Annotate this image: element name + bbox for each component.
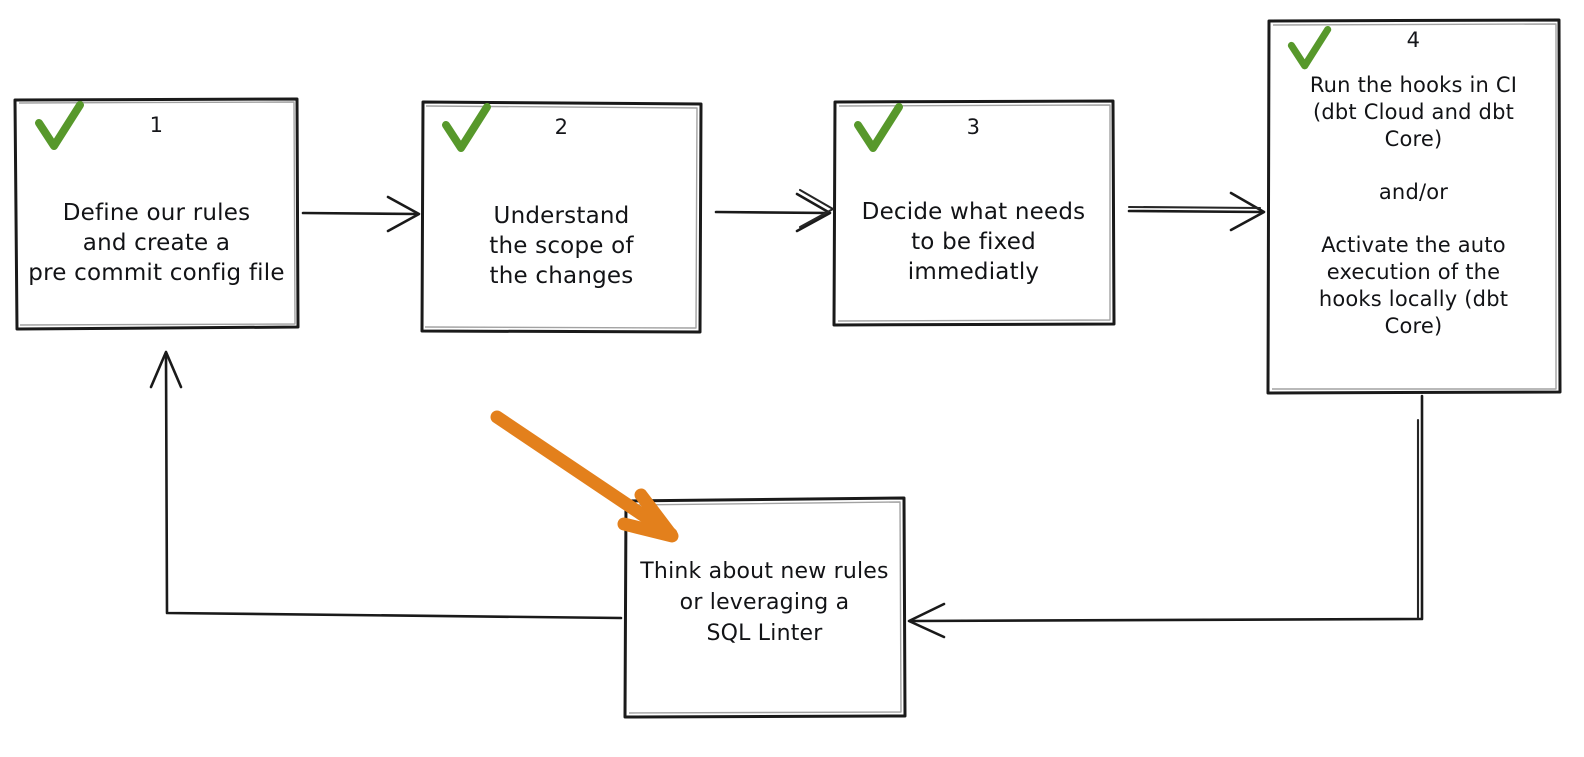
node-1-body: Define our rules and create a pre commit… [14,157,299,329]
connector-4-to-5 [907,394,1424,639]
node-3-line-1: Decide what needs [861,199,1086,225]
node-4-line-7: Core) [1384,314,1443,338]
node-4-line-6: hooks locally (dbt [1318,287,1509,311]
flow-node-1[interactable]: 1 Define our rules and create a pre comm… [14,99,299,329]
node-4-line-5: execution of the [1326,260,1501,284]
node-4-line-2: (dbt Cloud and dbt [1312,100,1515,124]
node-3-header: 3 [833,101,1114,159]
flow-node-3[interactable]: 3 Decide what needs to be fixed immediat… [833,101,1114,325]
flow-node-4[interactable]: 4 Run the hooks in CI (dbt Cloud and dbt… [1267,20,1560,394]
node-4-line-andor: and/or [1378,180,1449,204]
node-2-line-3: the changes [489,263,634,289]
node-1-line-2: and create a [82,230,231,256]
node-3-body: Decide what needs to be fixed immediatly [833,159,1114,325]
node-1-header: 1 [14,99,299,157]
connector-5-to-1 [149,350,623,620]
node-2-number: 2 [554,115,569,139]
node-4-line-3: Core) [1384,127,1443,151]
node-4-header: 4 [1267,20,1560,70]
node-box-1 [13,97,300,331]
node-4-number: 4 [1406,28,1421,52]
green-check-icon [854,103,903,152]
orange-highlight-arrow [490,410,679,543]
node-1-line-1: Define our rules [62,200,251,226]
node-2-header: 2 [421,101,702,159]
node-4-body: Run the hooks in CI (dbt Cloud and dbt C… [1267,70,1560,394]
node-5-line-1: Think about new rules [640,559,889,584]
node-3-line-2: to be fixed [911,229,1036,255]
green-check-icon [35,101,84,150]
node-box-4 [1266,18,1562,395]
connector-3-to-4 [1127,191,1266,232]
flow-node-2[interactable]: 2 Understand the scope of the changes [421,101,702,333]
node-3-number: 3 [966,115,981,139]
node-5-line-2: or leveraging a [679,590,850,615]
connector-2-to-3 [714,188,835,233]
node-5-line-3: SQL Linter [706,621,823,646]
node-box-3 [832,99,1116,327]
flow-node-5[interactable]: Think about new rules or leveraging a SQ… [624,500,905,717]
node-4-line-4: Activate the auto [1321,233,1506,257]
node-1-line-3: pre commit config file [28,260,285,286]
green-check-icon [1287,26,1332,70]
node-2-line-1: Understand [493,203,630,229]
connector-1-to-2 [301,195,421,233]
node-box-5 [623,496,907,719]
node-2-line-2: the scope of [489,233,634,259]
green-check-icon [442,103,491,152]
node-5-header [624,500,905,546]
node-5-body: Think about new rules or leveraging a SQ… [624,546,905,717]
node-1-number: 1 [149,113,164,137]
node-4-line-1: Run the hooks in CI [1309,73,1518,97]
node-2-body: Understand the scope of the changes [421,159,702,333]
node-box-2 [420,100,703,334]
node-3-line-3: immediatly [907,259,1040,285]
